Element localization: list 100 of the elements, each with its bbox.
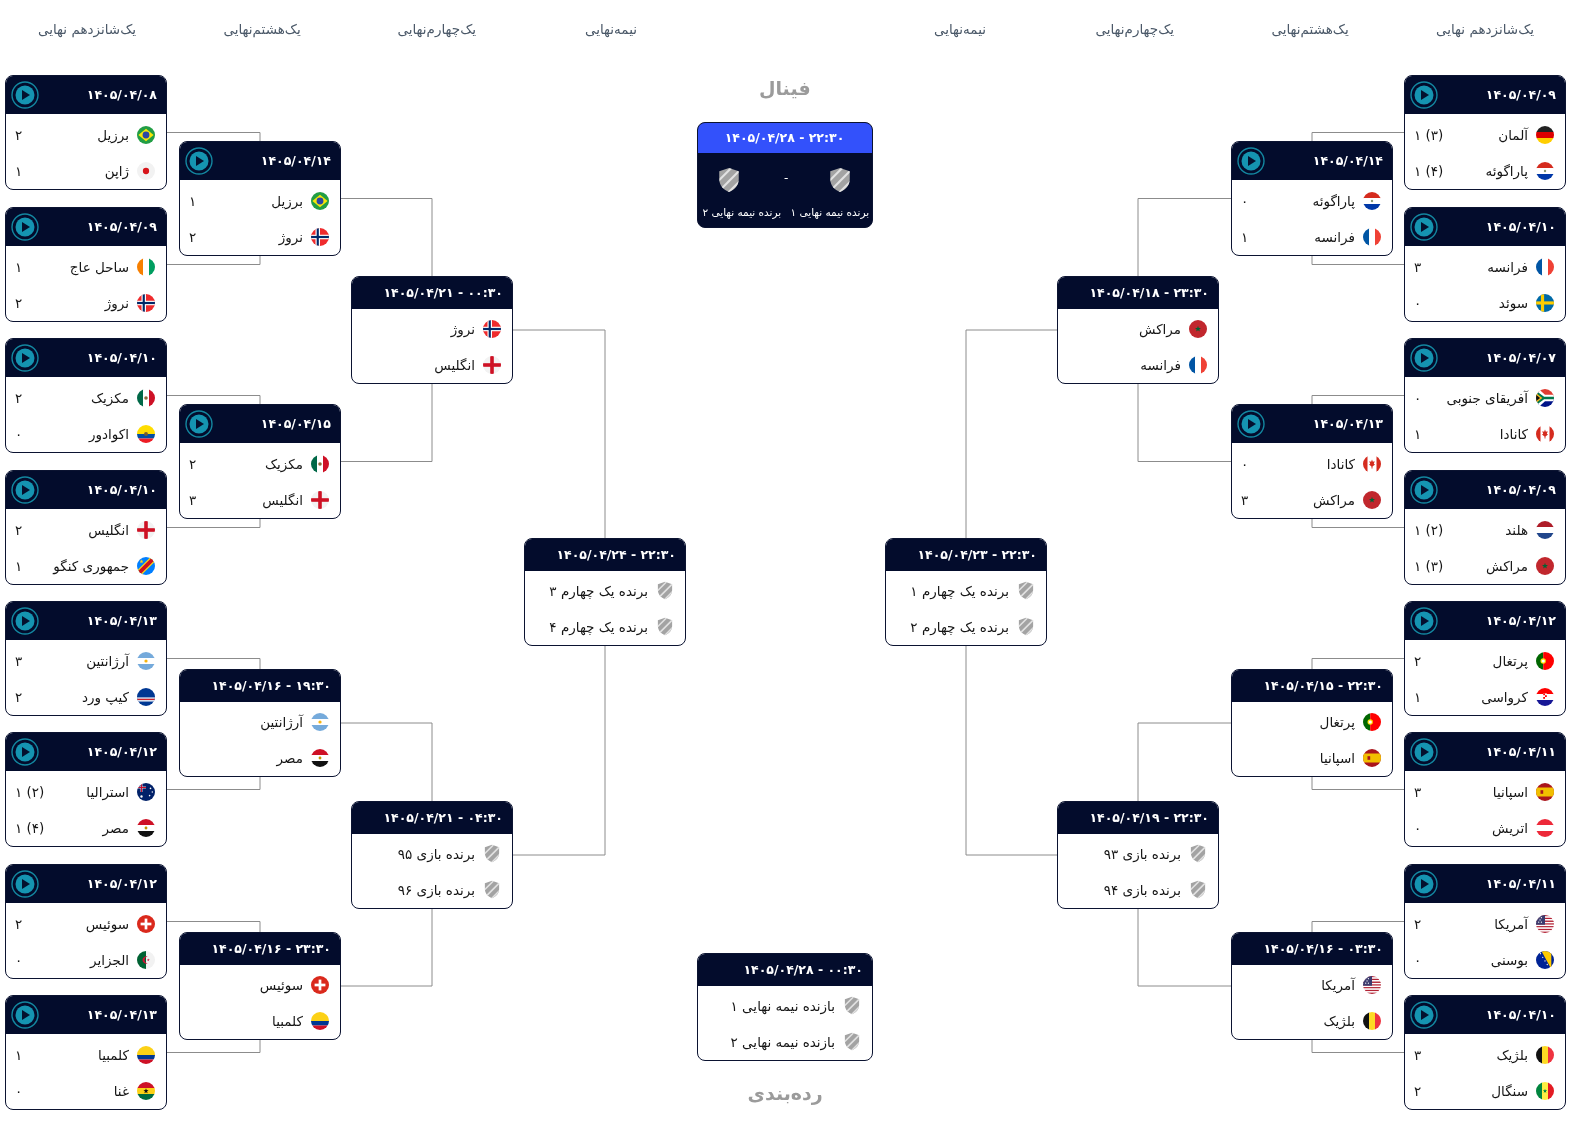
score: ۳ — [189, 490, 197, 510]
match-card — [179, 404, 341, 519]
match-date: ۱۴۰۵/۰۴/۱۲ — [1485, 612, 1556, 630]
bracket-line — [1311, 395, 1405, 405]
team-name: جمهوری کنگو — [53, 556, 129, 576]
round-heading: یک‌شانزدهم نهایی — [38, 20, 136, 39]
match-card — [1231, 932, 1393, 1040]
team-name: پاراگوئه — [1485, 161, 1528, 181]
score: ۱ — [15, 161, 23, 181]
bracket-line — [1311, 921, 1405, 933]
bracket-line — [1311, 518, 1405, 528]
team-name: مراکش — [1312, 490, 1355, 510]
match-date: ۱۴۰۵/۰۴/۱۳ — [86, 612, 157, 630]
score: ۱ (۲) — [1414, 520, 1444, 540]
bracket-line — [166, 255, 261, 265]
match-card — [697, 953, 873, 1061]
team-name: پرتغال — [1319, 712, 1355, 732]
team-name: ساحل عاج — [69, 257, 129, 277]
score: ۲ — [1414, 651, 1422, 671]
score: ۱ — [15, 556, 23, 576]
team-name: برنده یک چهارم ۱ — [910, 581, 1009, 601]
bracket-line — [512, 645, 606, 856]
match-date: ۱۴۰۵/۰۴/۱۸ - ۲۳:۳۰ — [1089, 284, 1209, 302]
team-name: آمریکا — [1494, 914, 1528, 934]
match-card — [885, 538, 1047, 646]
team-name: پاراگوئه — [1312, 191, 1355, 211]
section-heading: فینال — [759, 76, 811, 101]
match-card — [5, 995, 167, 1110]
score: ۰ — [1241, 191, 1249, 211]
team-name: فرانسه — [1487, 257, 1528, 277]
match-card — [1231, 141, 1393, 256]
score: ۰ — [1414, 818, 1422, 838]
team-name: اتریش — [1492, 818, 1528, 838]
match-date: ۱۴۰۵/۰۴/۱۵ - ۲۲:۳۰ — [1263, 677, 1383, 695]
score: ۱ — [1414, 687, 1422, 707]
team-name: آرژانتین — [86, 651, 129, 671]
match-date: ۱۴۰۵/۰۴/۲۳ - ۲۲:۳۰ — [917, 546, 1037, 564]
score: ۰ — [1414, 950, 1422, 970]
score: ۱ (۲) — [15, 782, 45, 802]
score: ۱ (۴) — [1414, 161, 1444, 181]
team-name: بلژیک — [1496, 1045, 1528, 1065]
score: ۰ — [15, 424, 23, 444]
score: ۰ — [15, 1081, 23, 1101]
match-date: ۱۴۰۵/۰۴/۱۴ — [1312, 152, 1383, 170]
round-heading: یک‌شانزدهم نهایی — [1436, 20, 1534, 39]
team-name: اسپانیا — [1492, 782, 1528, 802]
match-date: ۱۴۰۵/۰۴/۱۳ — [86, 1006, 157, 1024]
match-card — [1404, 601, 1566, 716]
match-date: ۱۴۰۵/۰۴/۰۷ — [1485, 349, 1556, 367]
match-card — [1231, 669, 1393, 777]
round-heading: یک‌هشتم‌نهایی — [223, 20, 301, 39]
match-date: ۱۴۰۵/۰۴/۲۸ - ۲۲:۳۰ — [724, 129, 845, 147]
match-date: ۱۴۰۵/۰۴/۰۹ — [1485, 481, 1556, 499]
bracket-line — [340, 908, 433, 987]
score: ۳ — [1241, 490, 1249, 510]
match-date: ۱۴۰۵/۰۴/۱۳ — [1312, 415, 1383, 433]
bracket-line — [340, 722, 433, 802]
score: ۰ — [1241, 454, 1249, 474]
score: ۲ — [15, 520, 23, 540]
bracket-line — [1311, 776, 1405, 790]
match-card — [351, 276, 513, 384]
score: ۲ — [15, 125, 23, 145]
match-date: ۱۴۰۵/۰۴/۲۱ - ۰۰:۳۰ — [383, 284, 503, 302]
team-name: بوسنی — [1490, 950, 1528, 970]
team-name: کرواسی — [1481, 687, 1528, 707]
match-date: ۱۴۰۵/۰۴/۱۶ - ۰۳:۳۰ — [1263, 940, 1383, 958]
team-name: برنده بازی ۹۳ — [1103, 844, 1181, 864]
team-name: سوئیس — [259, 975, 303, 995]
match-card — [1057, 801, 1219, 909]
bracket-line — [1137, 722, 1232, 802]
team-name: بازنده نیمه نهایی ۲ — [730, 1032, 835, 1052]
match-card — [5, 732, 167, 847]
match-date: ۱۴۰۵/۰۴/۱۲ — [86, 875, 157, 893]
team-name: برنده بازی ۹۴ — [1103, 880, 1181, 900]
bracket-line — [1311, 132, 1405, 142]
match-date: ۱۴۰۵/۰۴/۱۰ — [86, 349, 157, 367]
match-card — [5, 75, 167, 190]
match-date: ۱۴۰۵/۰۴/۱۴ — [260, 152, 331, 170]
round-heading: یک‌هشتم‌نهایی — [1271, 20, 1349, 39]
match-date: ۱۴۰۵/۰۴/۱۲ — [86, 743, 157, 761]
team-name: انگلیس — [88, 520, 129, 540]
score: ۲ — [15, 293, 23, 313]
team-name: آمریکا — [1321, 975, 1355, 995]
team-name: هلند — [1505, 520, 1528, 540]
team-name: فرانسه — [1314, 227, 1355, 247]
team-name: مکزیک — [265, 454, 303, 474]
team-name: آرژانتین — [260, 712, 303, 732]
match-date: ۱۴۰۵/۰۴/۲۸ - ۰۰:۳۰ — [743, 961, 863, 979]
bracket-line — [965, 645, 1058, 856]
match-card — [1057, 276, 1219, 384]
score: ۱ (۳) — [1414, 556, 1444, 576]
team-name: کیپ ورد — [81, 687, 129, 707]
score: ۱ — [1241, 227, 1249, 247]
bracket-line — [512, 329, 606, 539]
team-name: آلمان — [1498, 125, 1528, 145]
team-name: برنده یک چهارم ۳ — [549, 581, 648, 601]
team-name: مراکش — [1485, 556, 1528, 576]
score: ۰ — [1414, 388, 1422, 408]
score: ۱ — [189, 191, 197, 211]
score: ۱ — [15, 1045, 23, 1065]
